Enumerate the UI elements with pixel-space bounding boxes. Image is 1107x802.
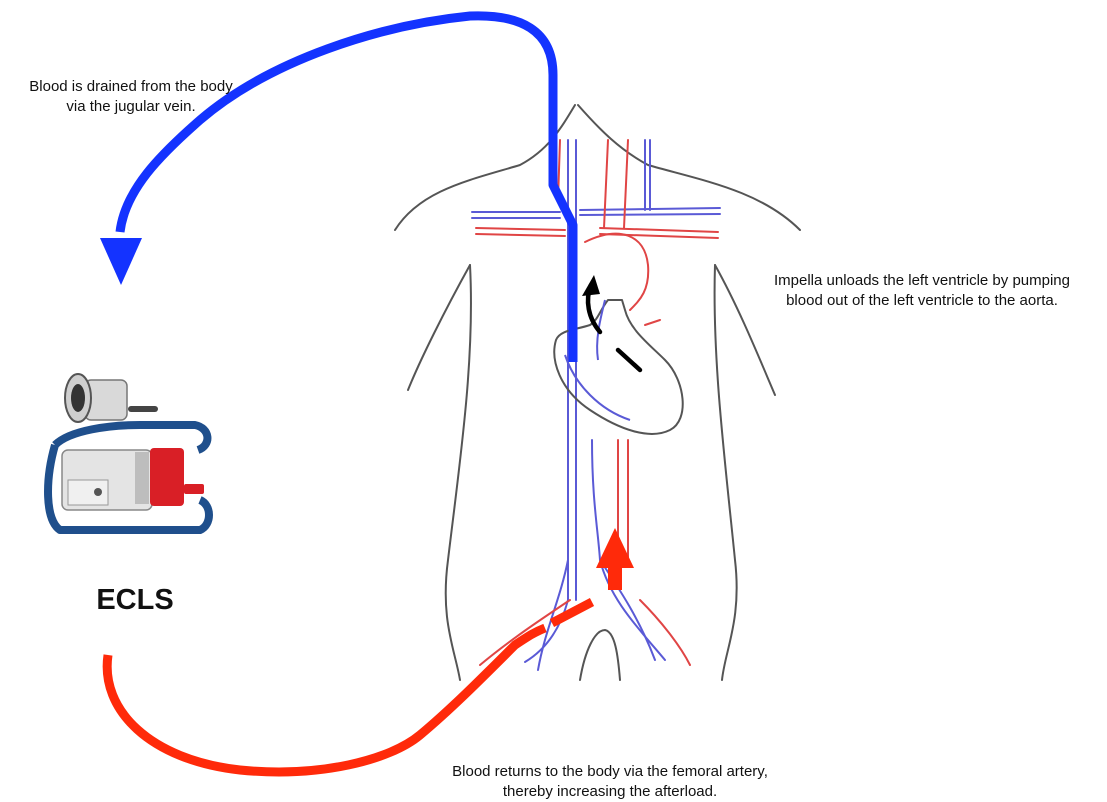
caption-jugular-drainage: Blood is drained from the body via the j… [0, 77, 262, 117]
flow-arrow-icon [100, 238, 142, 285]
venous-cannula [120, 16, 573, 362]
caption-impella: Impella unloads the left ventricle by pu… [740, 271, 1104, 311]
body-outline-icon [395, 105, 800, 680]
ecls-machine-icon [48, 374, 209, 530]
arterial-cannula [107, 602, 592, 772]
caption-femoral-return: Blood returns to the body via the femora… [400, 762, 820, 802]
ecls-label: ECLS [60, 584, 210, 617]
